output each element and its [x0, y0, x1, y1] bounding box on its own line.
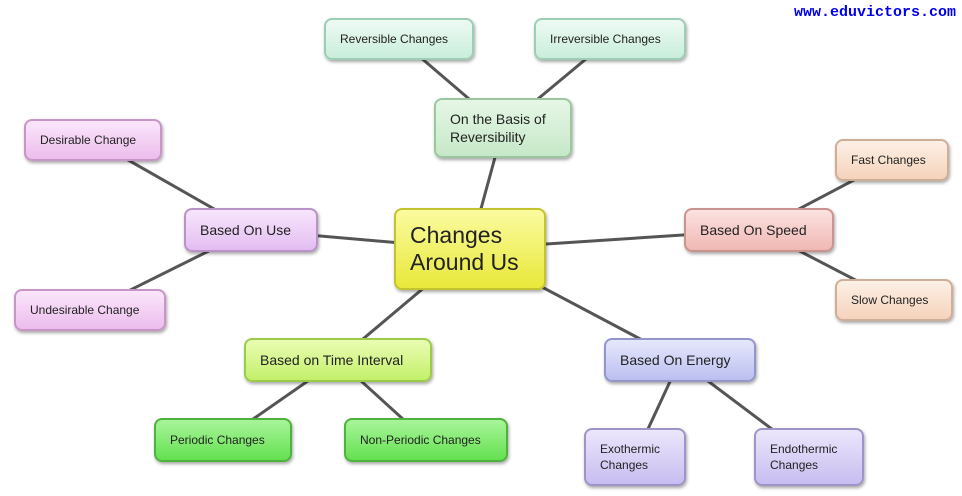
leaf-exothermic-changes[interactable]: Exothermic Changes	[584, 428, 686, 486]
leaf-slow-changes[interactable]: Slow Changes	[835, 279, 953, 321]
leaf-periodic-changes[interactable]: Periodic Changes	[154, 418, 292, 462]
leaf-fast-changes[interactable]: Fast Changes	[835, 139, 949, 181]
branch-time-interval[interactable]: Based on Time Interval	[244, 338, 432, 382]
branch-based-on-energy[interactable]: Based On Energy	[604, 338, 756, 382]
leaf-undesirable-change[interactable]: Undesirable Change	[14, 289, 166, 331]
branch-based-on-speed[interactable]: Based On Speed	[684, 208, 834, 252]
leaf-irreversible-changes[interactable]: Irreversible Changes	[534, 18, 686, 60]
watermark-link[interactable]: www.eduvictors.com	[793, 4, 956, 21]
branch-based-on-use[interactable]: Based On Use	[184, 208, 318, 252]
leaf-reversible-changes[interactable]: Reversible Changes	[324, 18, 474, 60]
branch-reversibility[interactable]: On the Basis of Reversibility	[434, 98, 572, 158]
central-topic[interactable]: Changes Around Us	[394, 208, 546, 290]
leaf-endothermic-changes[interactable]: Endothermic Changes	[754, 428, 864, 486]
leaf-non-periodic-changes[interactable]: Non-Periodic Changes	[344, 418, 508, 462]
leaf-desirable-change[interactable]: Desirable Change	[24, 119, 162, 161]
